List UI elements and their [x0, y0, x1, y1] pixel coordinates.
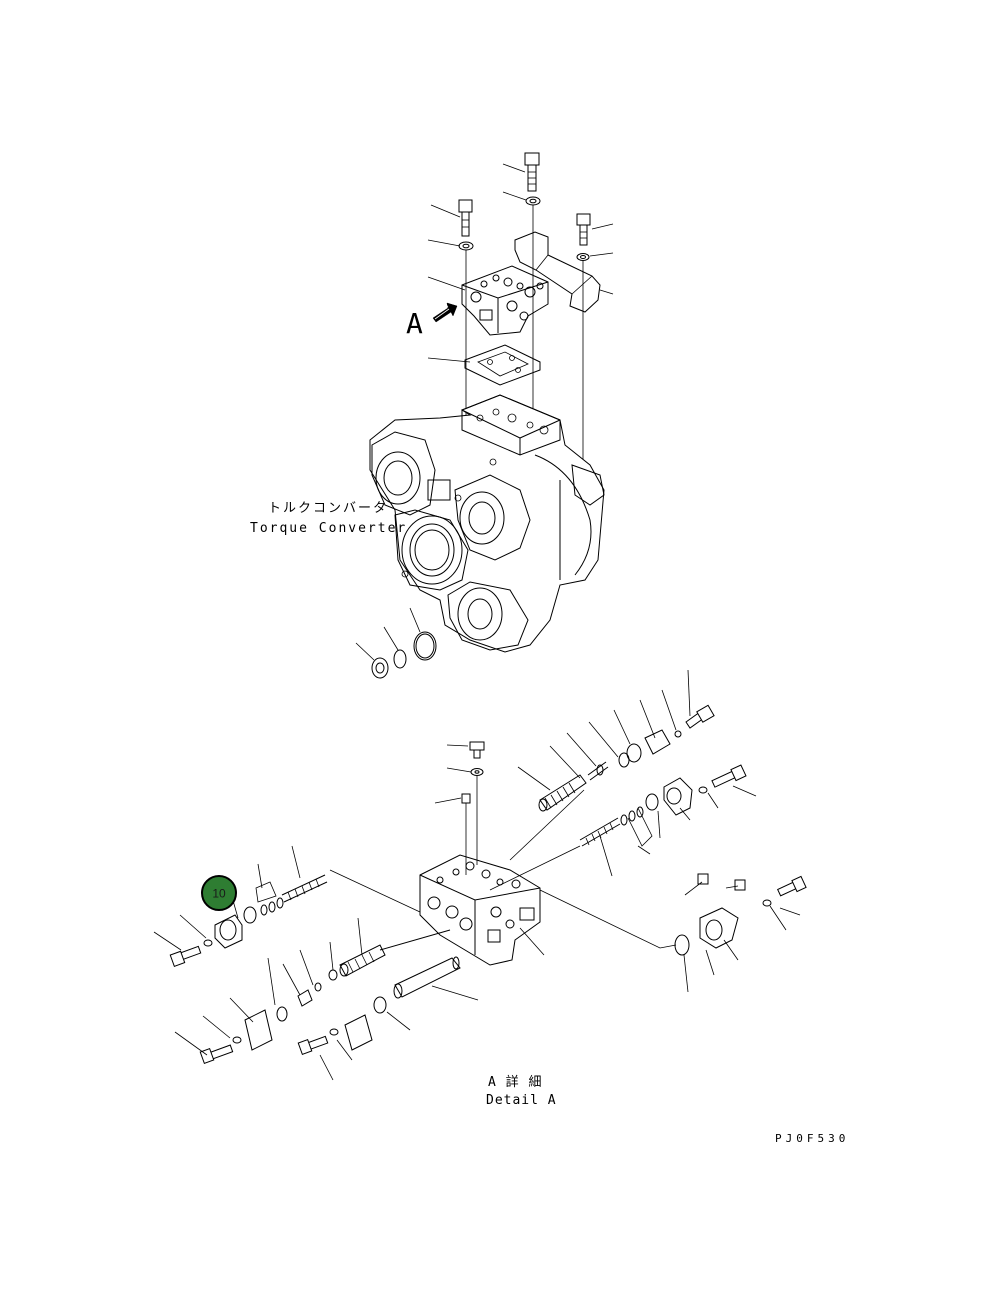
detail-a-en-label: Detail A [486, 1093, 557, 1108]
bolt-top-left [458, 199, 474, 251]
upper-assembly [355, 152, 614, 679]
transmission-housing [369, 394, 605, 653]
bracket [514, 231, 601, 313]
bolt-top-center [524, 152, 541, 206]
torque-converter-jp-label: トルクコンバータ [268, 501, 388, 516]
bottom-cover-group [297, 996, 387, 1055]
view-arrow [432, 302, 458, 323]
leader-lines-lower [153, 669, 801, 1081]
valve-body-detail [419, 854, 541, 966]
detail-bolt-top [461, 741, 485, 875]
upper-spool-assembly [509, 704, 715, 861]
detail-a-jp-label: A 詳 細 [488, 1074, 542, 1090]
left-spring-group [169, 869, 421, 967]
detail-a-assembly [153, 669, 807, 1081]
shaft [393, 956, 461, 999]
lower-spool-assembly [199, 929, 451, 1064]
valve-block [461, 265, 549, 336]
drawing-code-label: PJ0F530 [775, 1132, 849, 1145]
gasket [464, 344, 541, 386]
torque-converter-en-label: Torque Converter [250, 521, 407, 536]
callout-number: 10 [212, 887, 226, 901]
right-cover-group [539, 873, 807, 956]
view-letter-label: A [406, 307, 423, 340]
right-spring-group [489, 764, 747, 891]
callout-marker-10[interactable]: 10 [201, 875, 237, 911]
leader-lines-upper [355, 163, 614, 661]
bolt-top-right [576, 213, 591, 261]
snap-ring-group [371, 631, 437, 679]
